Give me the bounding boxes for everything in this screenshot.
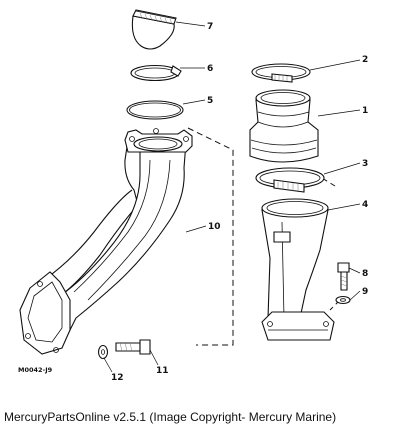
part-6-clamp-ring[interactable] <box>130 64 182 82</box>
part-10-exhaust-elbow[interactable] <box>19 128 193 355</box>
leader-lines <box>103 21 361 373</box>
callout-3: 3 <box>362 159 368 169</box>
assembly-dashed-outline <box>187 127 234 346</box>
callout-7: 7 <box>207 22 213 32</box>
part-7-exhaust-flapper[interactable] <box>131 9 177 50</box>
callout-11: 11 <box>156 366 169 376</box>
figure-code: M0042-J9 <box>18 366 53 374</box>
part-12-washer[interactable] <box>97 344 109 360</box>
part-8-bolt[interactable] <box>337 262 350 291</box>
exploded-view-svg: 7 6 5 2 1 3 4 10 8 9 11 12 M0042-J9 <box>18 9 368 383</box>
callout-8: 8 <box>362 269 368 279</box>
callout-5: 5 <box>207 96 213 106</box>
callout-9: 9 <box>362 287 368 297</box>
callout-6: 6 <box>207 64 213 74</box>
part-11-bolt[interactable] <box>115 339 151 355</box>
callout-12: 12 <box>111 373 124 383</box>
callout-10: 10 <box>208 222 221 232</box>
part-5-o-ring[interactable] <box>126 100 184 120</box>
image-caption: MercuryPartsOnline v2.5.1 (Image Copyrig… <box>4 410 337 424</box>
part-9-washer[interactable] <box>335 295 351 305</box>
parts-diagram: 7 6 5 2 1 3 4 10 8 9 11 12 M0042-J9 <box>18 9 368 383</box>
part-1-exhaust-sleeve[interactable] <box>249 89 319 163</box>
part-3-hose-clamp-lower[interactable] <box>255 167 325 193</box>
callout-4: 4 <box>362 200 368 210</box>
part-2-hose-clamp-upper[interactable] <box>251 63 311 83</box>
callout-2: 2 <box>362 55 368 65</box>
part-4-exhaust-tube[interactable] <box>261 198 335 341</box>
callout-1: 1 <box>362 106 368 116</box>
